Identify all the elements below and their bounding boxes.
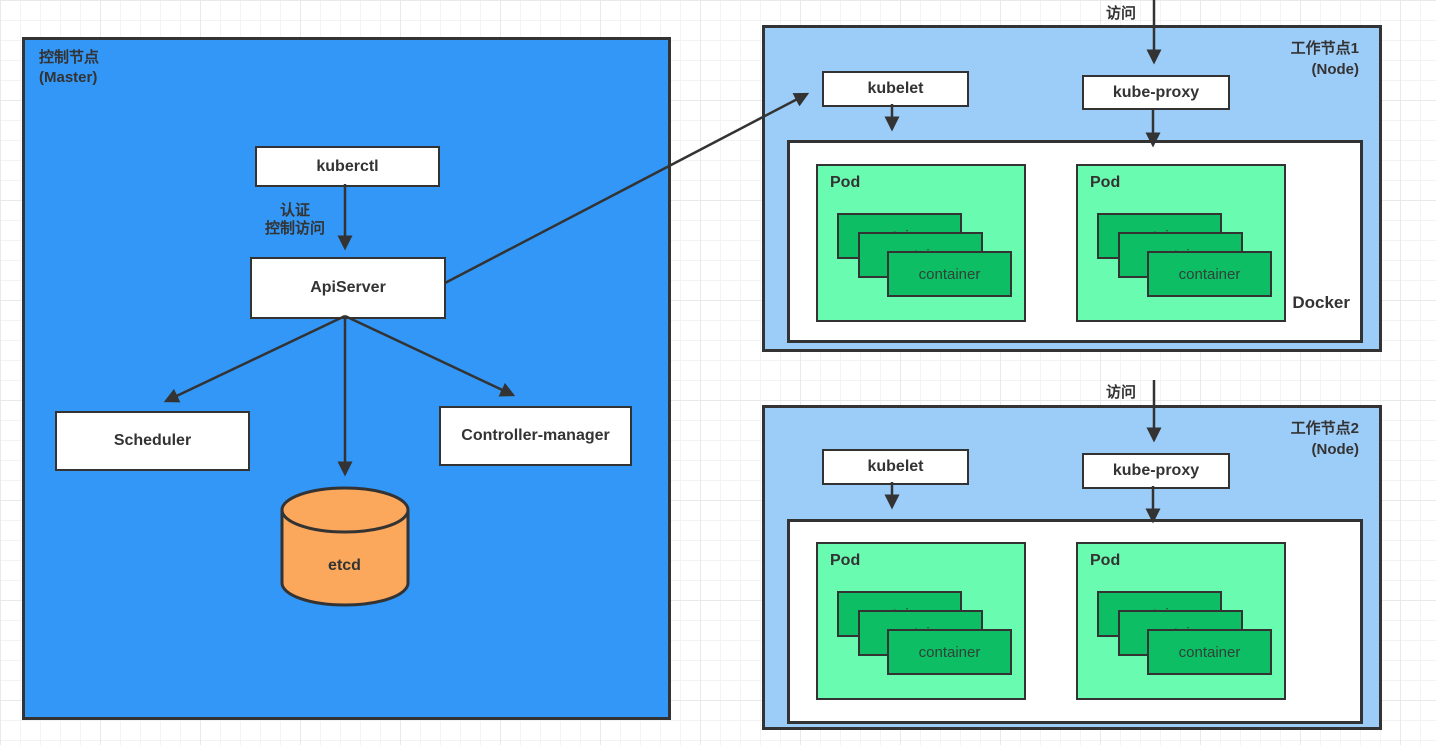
master-title-line2: (Master) bbox=[39, 69, 98, 86]
pod-label: Pod bbox=[1090, 552, 1121, 569]
controller-manager-label: Controller-manager bbox=[461, 427, 610, 444]
kuberctl-box: kuberctl bbox=[255, 146, 440, 187]
worker-node-1-title-line1: 工作节点1 bbox=[1290, 40, 1359, 57]
master-title-line1: 控制节点 bbox=[39, 49, 100, 66]
worker-node-1-title-line2: (Node) bbox=[1311, 61, 1360, 78]
visit-label-node2: 访问 bbox=[1105, 384, 1136, 401]
master-title: 控制节点 (Master) bbox=[39, 48, 99, 88]
container-label: container bbox=[918, 643, 981, 661]
container-box: container bbox=[1147, 251, 1272, 297]
master-node-box: 控制节点 (Master) kuberctl 认证 控制访问 ApiServer… bbox=[22, 37, 671, 720]
container-box: container bbox=[887, 251, 1012, 297]
kubelet-label-node2: kubelet bbox=[867, 458, 924, 475]
auth-label-line1: 认证 bbox=[279, 202, 310, 219]
docker-box-node2: Pod container container container Pod co… bbox=[787, 519, 1363, 724]
worker-node-2-title-line2: (Node) bbox=[1311, 441, 1360, 458]
pod-box: Pod container container container bbox=[1076, 164, 1286, 322]
kuberctl-label: kuberctl bbox=[316, 157, 379, 175]
kubelet-box-node2: kubelet bbox=[822, 449, 969, 485]
scheduler-box: Scheduler bbox=[55, 411, 250, 471]
apiserver-box: ApiServer bbox=[250, 257, 446, 319]
docker-box-node1: Pod container container container Pod co… bbox=[787, 140, 1363, 343]
kubelet-box-node1: kubelet bbox=[822, 71, 969, 107]
worker-node-2-title-line1: 工作节点2 bbox=[1290, 420, 1359, 437]
docker-label-node1: Docker bbox=[1292, 293, 1350, 312]
worker-node-1-title: 工作节点1 (Node) bbox=[1291, 38, 1359, 80]
kube-proxy-label-node2: kube-proxy bbox=[1112, 462, 1200, 479]
kube-proxy-label-node1: kube-proxy bbox=[1112, 83, 1200, 101]
container-label: container bbox=[1178, 265, 1241, 283]
container-label: container bbox=[918, 265, 981, 283]
worker-node-2-title: 工作节点2 (Node) bbox=[1291, 418, 1359, 460]
etcd-label: etcd bbox=[328, 557, 361, 574]
pod-label: Pod bbox=[1090, 174, 1121, 191]
controller-manager-box: Controller-manager bbox=[439, 406, 632, 466]
worker-node-1-box: 工作节点1 (Node) kubelet kube-proxy Pod cont… bbox=[762, 25, 1382, 352]
scheduler-label: Scheduler bbox=[113, 432, 192, 449]
pod-box: Pod container container container bbox=[1076, 542, 1286, 700]
pod-box: Pod container container container bbox=[816, 542, 1026, 700]
kube-proxy-box-node2: kube-proxy bbox=[1082, 453, 1230, 489]
pod-box: Pod container container container bbox=[816, 164, 1026, 322]
pod-label: Pod bbox=[830, 174, 861, 191]
worker-node-2-box: 工作节点2 (Node) kubelet kube-proxy Pod cont… bbox=[762, 405, 1382, 730]
container-label: container bbox=[1178, 643, 1241, 661]
container-box: container bbox=[1147, 629, 1272, 675]
kube-proxy-box-node1: kube-proxy bbox=[1082, 75, 1230, 110]
pod-label: Pod bbox=[830, 552, 861, 569]
visit-label-node1: 访问 bbox=[1105, 5, 1136, 22]
kubelet-label-node1: kubelet bbox=[867, 80, 924, 97]
auth-label-line2: 控制访问 bbox=[264, 220, 325, 237]
apiserver-label: ApiServer bbox=[310, 279, 386, 296]
auth-control-access-label: 认证 控制访问 bbox=[250, 202, 340, 238]
container-box: container bbox=[887, 629, 1012, 675]
